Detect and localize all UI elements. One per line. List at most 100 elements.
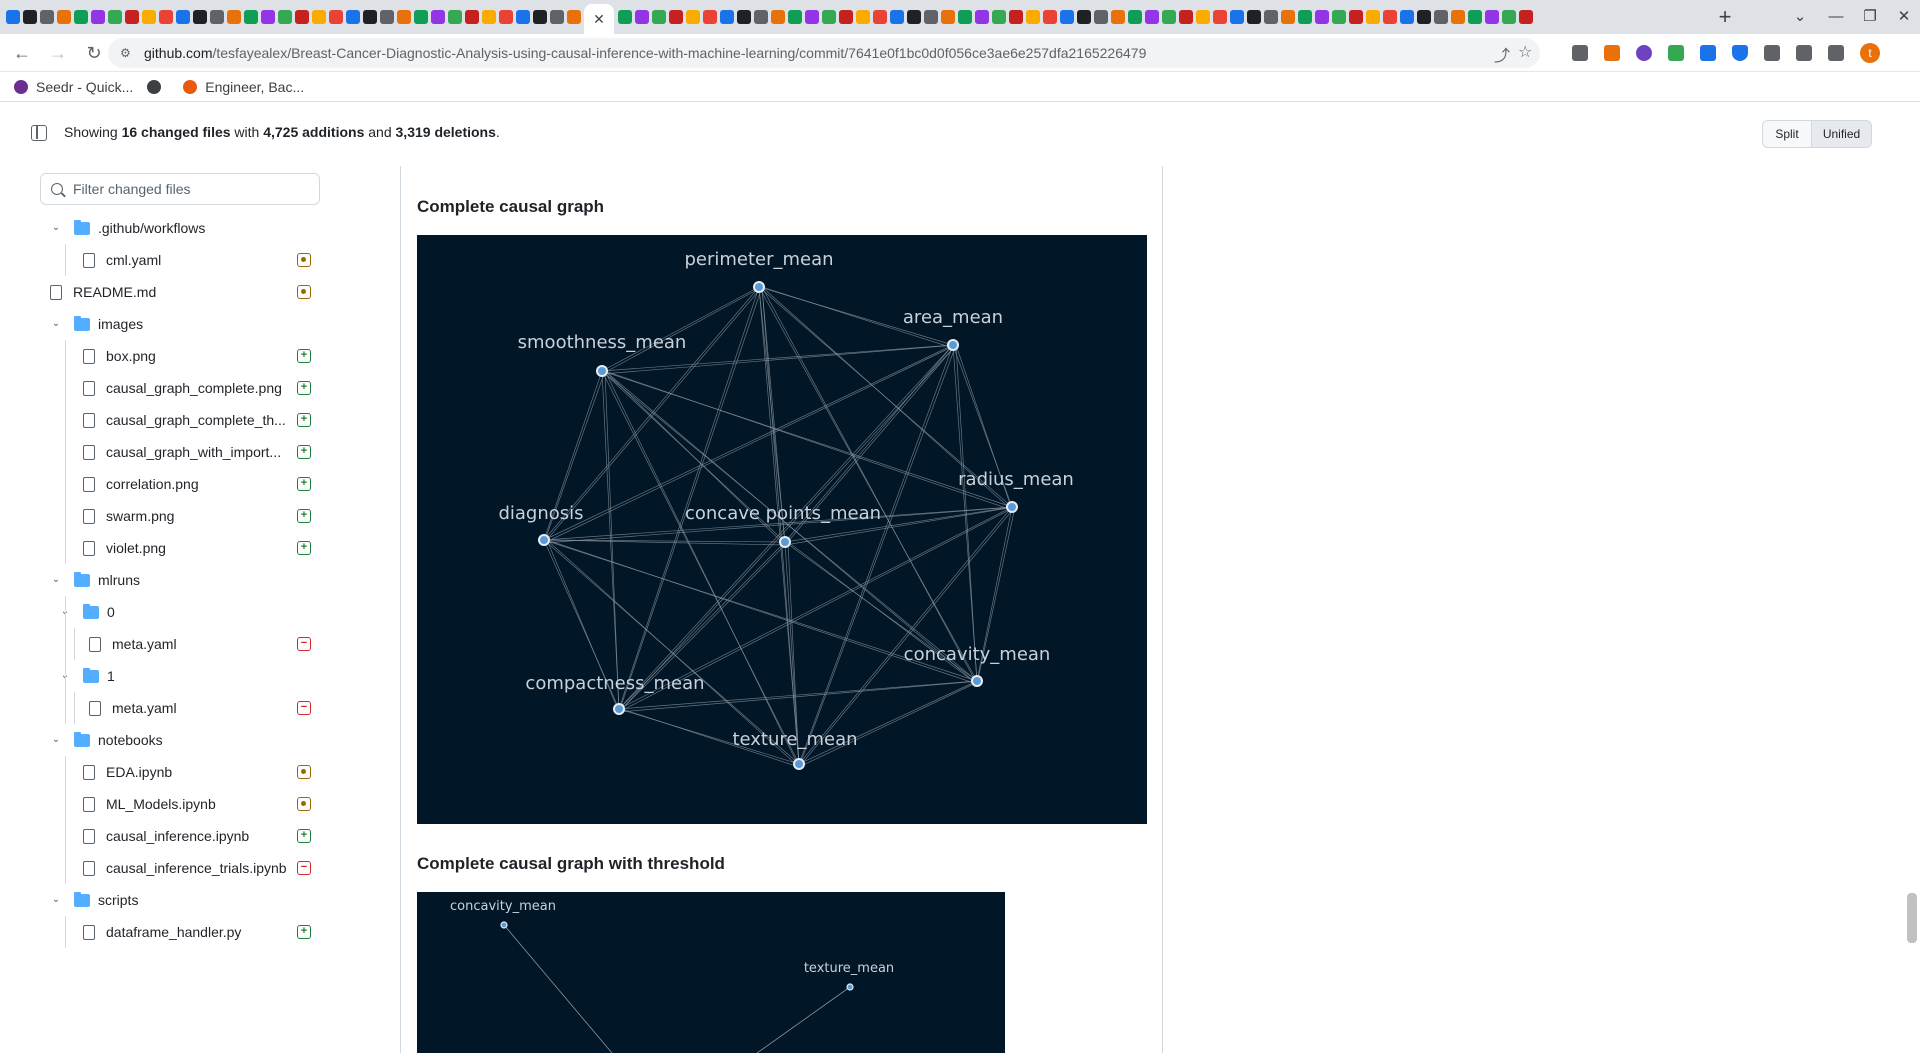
tab-favicon-icon[interactable] <box>329 10 343 24</box>
tab-favicon-icon[interactable] <box>907 10 921 24</box>
extension-speed-icon[interactable] <box>1572 45 1588 61</box>
tree-file[interactable]: EDA.ipynb <box>83 756 172 788</box>
tab-favicon-icon[interactable] <box>1349 10 1363 24</box>
tab-favicon-icon[interactable] <box>414 10 428 24</box>
tree-file[interactable]: box.png <box>83 340 156 372</box>
tree-folder[interactable]: ⌄notebooks <box>50 724 163 756</box>
tab-favicons[interactable]: ✕ <box>0 0 1720 34</box>
tab-favicon-icon[interactable] <box>958 10 972 24</box>
tab-favicon-icon[interactable] <box>261 10 275 24</box>
tab-favicon-icon[interactable] <box>992 10 1006 24</box>
tab-favicon-icon[interactable] <box>431 10 445 24</box>
extension-download-icon[interactable] <box>1604 45 1620 61</box>
tree-file[interactable]: causal_inference_trials.ipynb <box>83 852 287 884</box>
extension-palette-icon[interactable] <box>1668 45 1684 61</box>
tab-favicon-icon[interactable] <box>1196 10 1210 24</box>
tab-favicon-icon[interactable] <box>669 10 683 24</box>
tree-folder[interactable]: ⌄.github/workflows <box>50 212 205 244</box>
tab-favicon-icon[interactable] <box>295 10 309 24</box>
tab-favicon-icon[interactable] <box>1094 10 1108 24</box>
tab-favicon-icon[interactable] <box>397 10 411 24</box>
chevron-down-icon[interactable]: ⌄ <box>51 222 61 233</box>
extension-translate-icon[interactable] <box>1700 45 1716 61</box>
tab-favicon-icon[interactable] <box>23 10 37 24</box>
tab-favicon-icon[interactable] <box>737 10 751 24</box>
tab-favicon-icon[interactable] <box>176 10 190 24</box>
tree-file[interactable]: violet.png <box>83 532 166 564</box>
tab-favicon-icon[interactable] <box>754 10 768 24</box>
tree-file[interactable]: swarm.png <box>83 500 174 532</box>
tab-favicon-icon[interactable] <box>1383 10 1397 24</box>
split-view-button[interactable]: Split <box>1762 120 1812 148</box>
tab-favicon-icon[interactable] <box>91 10 105 24</box>
tab-favicon-icon[interactable] <box>1213 10 1227 24</box>
tab-favicon-icon[interactable] <box>873 10 887 24</box>
tab-favicon-icon[interactable] <box>1026 10 1040 24</box>
tab-favicon-icon[interactable] <box>1366 10 1380 24</box>
bookmark-seedr[interactable]: Seedr - Quick... <box>14 79 133 95</box>
tab-favicon-icon[interactable] <box>380 10 394 24</box>
tab-favicon-icon[interactable] <box>1264 10 1278 24</box>
tab-favicon-icon[interactable] <box>1247 10 1261 24</box>
tree-folder[interactable]: ⌄images <box>50 308 143 340</box>
tab-favicon-icon[interactable] <box>567 10 581 24</box>
chevron-down-icon[interactable]: ⌄ <box>59 606 71 618</box>
tab-favicon-icon[interactable] <box>363 10 377 24</box>
tab-favicon-icon[interactable] <box>1451 10 1465 24</box>
tab-favicon-icon[interactable] <box>686 10 700 24</box>
tree-file[interactable]: meta.yaml <box>89 628 177 660</box>
tab-favicon-icon[interactable] <box>1077 10 1091 24</box>
tab-favicon-icon[interactable] <box>839 10 853 24</box>
extension-shield-icon[interactable] <box>1732 45 1748 61</box>
back-icon[interactable]: ← <box>13 42 31 63</box>
chevron-down-icon[interactable]: ⌄ <box>51 318 61 329</box>
tab-favicon-icon[interactable] <box>550 10 564 24</box>
chevron-down-icon[interactable]: ⌄ <box>51 894 61 905</box>
tab-favicon-icon[interactable] <box>499 10 513 24</box>
unified-view-button[interactable]: Unified <box>1811 120 1872 148</box>
tab-favicon-icon[interactable] <box>1162 10 1176 24</box>
tab-favicon-icon[interactable] <box>788 10 802 24</box>
tree-folder[interactable]: ⌄0 <box>59 596 115 628</box>
tab-favicon-icon[interactable] <box>822 10 836 24</box>
tree-file[interactable]: README.md <box>50 276 156 308</box>
tab-favicon-icon[interactable] <box>448 10 462 24</box>
share-icon[interactable]: ⤴ <box>1494 48 1511 65</box>
tab-favicon-icon[interactable] <box>1400 10 1414 24</box>
tab-favicon-icon[interactable] <box>108 10 122 24</box>
tab-favicon-icon[interactable] <box>346 10 360 24</box>
chevron-down-icon[interactable]: ⌄ <box>51 574 61 585</box>
bookmark-globe[interactable] <box>147 79 169 94</box>
tab-favicon-icon[interactable] <box>74 10 88 24</box>
reload-icon[interactable]: ↻ <box>86 42 102 63</box>
tab-favicon-icon[interactable] <box>40 10 54 24</box>
filter-files-input[interactable]: Filter changed files <box>40 173 320 205</box>
tree-folder[interactable]: ⌄1 <box>59 660 115 692</box>
tab-favicon-icon[interactable] <box>1179 10 1193 24</box>
tab-favicon-icon[interactable] <box>1315 10 1329 24</box>
tab-favicon-icon[interactable] <box>1485 10 1499 24</box>
side-panel-icon[interactable] <box>1828 45 1844 61</box>
extensions-puzzle-icon[interactable] <box>1764 45 1780 61</box>
tab-favicon-icon[interactable] <box>618 10 632 24</box>
site-info-icon[interactable]: ⚙ <box>120 46 131 60</box>
bookmark-engineer[interactable]: Engineer, Bac... <box>183 79 304 95</box>
tab-favicon-icon[interactable] <box>924 10 938 24</box>
tree-file[interactable]: cml.yaml <box>83 244 161 276</box>
tab-favicon-icon[interactable] <box>1230 10 1244 24</box>
tab-favicon-icon[interactable] <box>312 10 326 24</box>
tab-favicon-icon[interactable] <box>1060 10 1074 24</box>
active-tab-close-icon[interactable]: ✕ <box>584 4 614 34</box>
tab-favicon-icon[interactable] <box>533 10 547 24</box>
tab-favicon-icon[interactable] <box>210 10 224 24</box>
tab-favicon-icon[interactable] <box>703 10 717 24</box>
tab-favicon-icon[interactable] <box>1111 10 1125 24</box>
tab-favicon-icon[interactable] <box>1434 10 1448 24</box>
tab-favicon-icon[interactable] <box>856 10 870 24</box>
tree-folder[interactable]: ⌄mlruns <box>50 564 140 596</box>
close-window-icon[interactable]: ✕ <box>1897 8 1911 25</box>
tab-favicon-icon[interactable] <box>482 10 496 24</box>
tab-favicon-icon[interactable] <box>1043 10 1057 24</box>
tab-search-icon[interactable]: ⌄ <box>1793 8 1807 25</box>
tab-favicon-icon[interactable] <box>193 10 207 24</box>
